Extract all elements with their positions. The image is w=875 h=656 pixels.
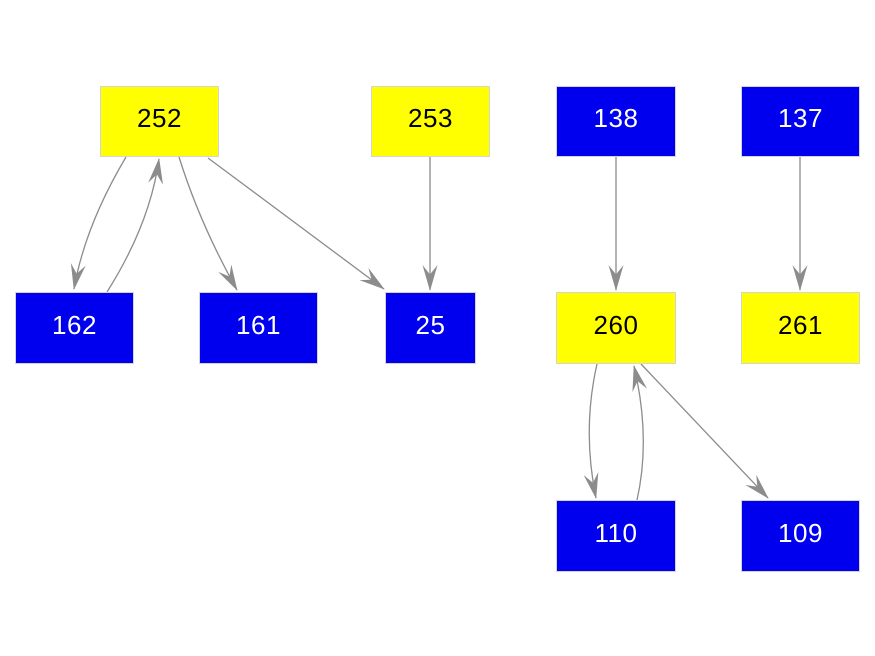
- edge-260-to-109: [640, 363, 769, 499]
- node-label-138: 138: [593, 103, 639, 133]
- edge-162-to-252: [106, 158, 163, 293]
- node-260: 260: [556, 292, 676, 364]
- node-label-137: 137: [778, 103, 823, 133]
- node-label-261: 261: [778, 309, 823, 340]
- edge-260-to-110: [583, 363, 599, 499]
- node-161: 161: [199, 292, 318, 364]
- node-label-161: 161: [236, 309, 281, 340]
- node-label-109: 109: [778, 517, 823, 548]
- node-label-110: 110: [594, 517, 638, 548]
- node-252: 252: [100, 86, 219, 157]
- node-137: 137: [741, 86, 860, 157]
- node-138: 138: [556, 86, 676, 157]
- node-110: 110: [556, 500, 676, 572]
- edge-252-to-25: [207, 157, 385, 290]
- node-253: 253: [371, 86, 490, 157]
- edge-252-to-162: [70, 156, 127, 290]
- node-25: 25: [385, 292, 476, 364]
- node-label-260: 260: [593, 309, 639, 340]
- node-261: 261: [741, 292, 860, 364]
- node-label-252: 252: [137, 103, 182, 133]
- edge-252-to-161: [178, 156, 238, 291]
- edge-110-to-260: [632, 365, 648, 501]
- node-label-25: 25: [415, 309, 446, 340]
- node-109: 109: [741, 500, 860, 572]
- node-label-253: 253: [408, 103, 453, 133]
- node-162: 162: [15, 292, 134, 364]
- edges-group: [70, 156, 808, 501]
- node-label-162: 162: [52, 309, 97, 340]
